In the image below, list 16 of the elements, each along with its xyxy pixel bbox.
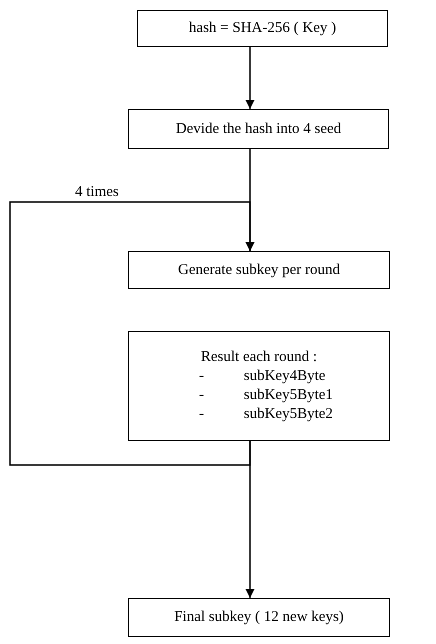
process-box	[128, 251, 390, 289]
process-box	[137, 10, 388, 47]
list-item: - subKey5Byte2	[199, 405, 333, 424]
box-text: Devide the hash into 4 seed	[176, 120, 342, 138]
box-text: Generate subkey per round	[178, 260, 340, 280]
arrow	[246, 47, 254, 109]
arrow	[9, 201, 254, 466]
list-item: - subKey4Byte	[199, 367, 326, 386]
list-item: - subKey5Byte1	[199, 386, 333, 405]
box-text: Result each round :	[200, 348, 318, 367]
process-box	[128, 331, 390, 441]
box-text: Final subkey ( 12 new keys)	[174, 608, 344, 627]
process-box	[128, 598, 390, 637]
process-box	[128, 109, 389, 149]
box-text: hash = SHA-256 ( Key )	[188, 19, 336, 38]
arrow	[246, 441, 254, 598]
